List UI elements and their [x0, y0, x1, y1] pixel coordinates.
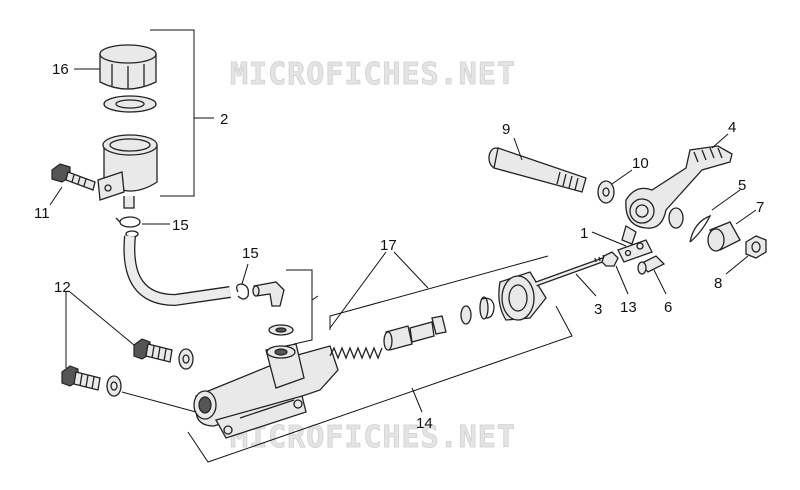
fitting-seal	[268, 324, 294, 336]
pedal-bushing	[668, 207, 712, 243]
callout-15-lower: 15	[242, 245, 259, 262]
callout-13: 13	[620, 299, 637, 316]
piston-spring-assembly	[329, 296, 489, 360]
callout-11: 11	[34, 205, 50, 222]
callout-3: 3	[594, 301, 602, 318]
elbow-fitting	[252, 281, 285, 307]
lower-hose-clamp	[236, 283, 250, 300]
callout-4: 4	[728, 119, 736, 136]
callout-15-upper: 15	[172, 217, 189, 234]
pedal-washer	[597, 180, 615, 204]
brake-pedal-lever	[621, 145, 733, 245]
upper-hose-clamp	[115, 216, 141, 238]
callout-labels: 16 2 11 15 15 17 12 14 1 3 13 6 9 10 4 5…	[34, 61, 764, 432]
callout-1: 1	[580, 225, 588, 242]
push-rod	[535, 254, 609, 287]
reservoir-bolt	[51, 163, 96, 191]
callout-6: 6	[664, 299, 672, 316]
reservoir-diaphragm	[103, 95, 157, 113]
circlip	[481, 297, 495, 319]
callout-12: 12	[54, 279, 71, 296]
callout-5: 5	[738, 177, 746, 194]
clevis-pin	[637, 255, 666, 275]
reservoir-cap	[99, 44, 157, 90]
reservoir-body	[97, 134, 158, 209]
callout-14: 14	[416, 415, 433, 432]
reservoir-hose	[123, 235, 231, 307]
clevis-fork	[617, 239, 653, 263]
mounting-bolt-upper	[133, 338, 194, 370]
mounting-bolt-lower	[61, 365, 122, 397]
callout-8: 8	[714, 275, 722, 292]
callout-16: 16	[52, 61, 69, 78]
rubber-boot	[498, 271, 547, 321]
master-cylinder-body	[193, 343, 339, 439]
callout-2: 2	[220, 111, 228, 128]
callout-9: 9	[502, 121, 510, 138]
callout-10: 10	[632, 155, 649, 172]
leader-lines	[49, 29, 757, 463]
callout-17: 17	[380, 237, 397, 254]
watermark-top: MICROFICHES.NET	[230, 57, 516, 92]
pedal-nut	[745, 235, 767, 259]
pedal-spacer	[707, 221, 741, 252]
callout-7: 7	[756, 199, 764, 216]
pedal-pivot-bolt	[488, 147, 587, 193]
lock-nut	[601, 251, 619, 267]
watermark-bottom: MICROFICHES.NET	[230, 420, 516, 455]
